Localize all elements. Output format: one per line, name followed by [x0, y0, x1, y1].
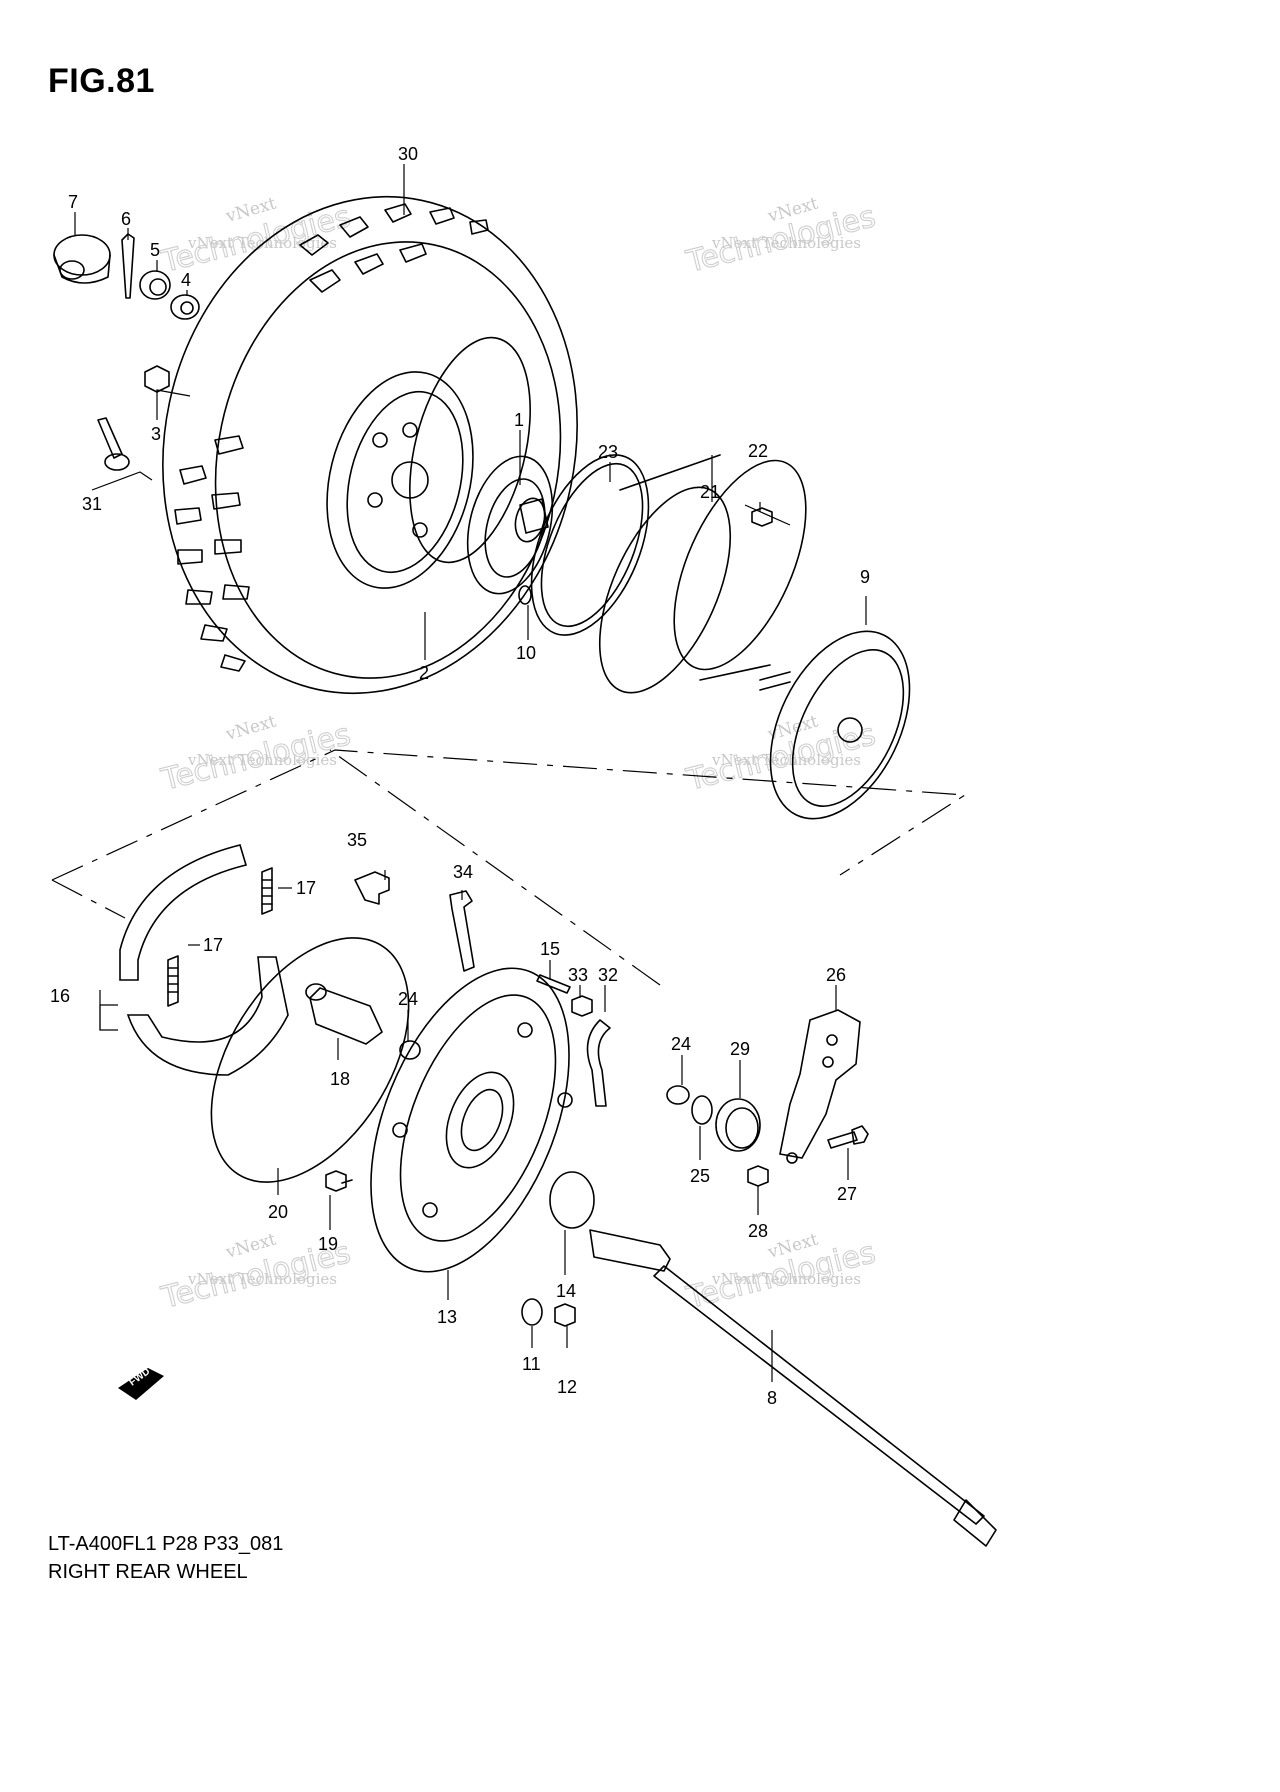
- seal-ring-part-23: [530, 454, 650, 636]
- callout-13: 13: [437, 1307, 457, 1327]
- callout-23: 23: [598, 442, 618, 462]
- svg-text:vNext Technologies: vNext Technologies: [711, 234, 861, 252]
- callout-18: 18: [330, 1069, 350, 1089]
- castle-nut-part-5: [139, 270, 171, 300]
- callout-14: 14: [556, 1281, 576, 1301]
- callout-28: 28: [748, 1221, 768, 1241]
- return-spring-part-29: [715, 1098, 761, 1152]
- o-ring-part-14: [549, 1171, 595, 1229]
- callout-32: 32: [598, 965, 618, 985]
- hub-part-1: [466, 455, 554, 595]
- watermark-mid-right: vNext vNext Technologies Technologies: [682, 711, 880, 798]
- brake-drum-part-9: [759, 630, 911, 820]
- hose-part-32: [586, 1019, 611, 1107]
- cotter-pin-part-6: [121, 233, 135, 299]
- callout-31: 31: [82, 494, 102, 514]
- tire-part-30: [162, 195, 578, 695]
- bolt-part-22: [751, 507, 773, 527]
- callout-4: 4: [181, 270, 191, 290]
- callout-26: 26: [826, 965, 846, 985]
- bracket-part-35: [354, 871, 390, 905]
- washer-part-11: [521, 1298, 543, 1326]
- o-ring-part-20: [210, 937, 410, 1183]
- spring-part-17-upper: [261, 867, 273, 915]
- callout-24-left: 24: [398, 989, 418, 1009]
- figure-caption: RIGHT REAR WHEEL: [48, 1561, 248, 1583]
- callout-34: 34: [453, 862, 473, 882]
- callout-7: 7: [68, 192, 78, 212]
- clip-part-34: [449, 890, 475, 972]
- washer-part-4: [170, 294, 200, 320]
- ring-part-25: [691, 1095, 713, 1125]
- figure-title: FIG.81: [48, 62, 155, 100]
- ring-part-24-right: [666, 1085, 690, 1105]
- model-code: LT-A400FL1 P28 P33_081: [48, 1533, 284, 1555]
- svg-text:vNext Technologies: vNext Technologies: [711, 1270, 861, 1288]
- ring-part-24-left: [399, 1040, 421, 1060]
- callout-17-lower: 17: [203, 935, 223, 955]
- callout-numbers: 30 7 6 5 4 3 31 1 2 10 23 21 22 9 35 34 …: [50, 144, 870, 1408]
- callout-17-upper: 17: [296, 878, 316, 898]
- axle-shaft-part-8: [589, 1229, 997, 1547]
- callout-33: 33: [568, 965, 588, 985]
- svg-text:vNext Technologies: vNext Technologies: [187, 1270, 337, 1288]
- pin-part-15: [536, 974, 571, 994]
- nut-part-28: [747, 1165, 769, 1187]
- brake-cam-part-18: [305, 983, 383, 1045]
- callout-10: 10: [516, 643, 536, 663]
- rim-part-2: [326, 336, 531, 589]
- callout-2: 2: [419, 663, 429, 683]
- svg-text:vNext Technologies: vNext Technologies: [187, 751, 337, 769]
- brake-shoe-part-16: [119, 844, 289, 1076]
- callout-5: 5: [150, 240, 160, 260]
- drum-cover-part-21: [598, 454, 807, 694]
- bolt-part-19: [325, 1170, 353, 1192]
- brake-lever-part-26: [779, 1009, 861, 1164]
- callout-11: 11: [522, 1354, 541, 1374]
- callout-21: 21: [700, 482, 720, 502]
- watermark-top-right: vNext vNext Technologies Technologies: [682, 193, 880, 280]
- spring-part-17-lower: [167, 955, 179, 1007]
- callout-24-right: 24: [671, 1034, 691, 1054]
- callout-19: 19: [318, 1234, 338, 1254]
- svg-text:vNext Technologies: vNext Technologies: [711, 751, 861, 769]
- valve-part-31: [97, 417, 130, 471]
- brake-panel-part-13: [370, 967, 573, 1273]
- callout-35: 35: [347, 830, 367, 850]
- leader-lines: [74, 164, 867, 1382]
- callout-15: 15: [540, 939, 560, 959]
- assembly-boundary: [51, 749, 967, 986]
- callout-1: 1: [514, 410, 524, 430]
- o-ring-part-10: [518, 585, 532, 605]
- nut-part-3: [144, 365, 170, 393]
- callout-22: 22: [748, 441, 768, 461]
- callout-6: 6: [121, 209, 131, 229]
- callout-20: 20: [268, 1202, 288, 1222]
- figure-footer: LT-A400FL1 P28 P33_081 RIGHT REAR WHEEL: [48, 1530, 283, 1586]
- forward-direction-badge: FWD: [118, 1366, 164, 1400]
- bolt-part-12: [554, 1303, 576, 1327]
- callout-3: 3: [151, 424, 161, 444]
- callout-29: 29: [730, 1039, 750, 1059]
- callout-12: 12: [557, 1377, 577, 1397]
- callout-25: 25: [690, 1166, 710, 1186]
- callout-8: 8: [767, 1388, 777, 1408]
- callout-27: 27: [837, 1184, 857, 1204]
- hub-cap-part-7: [53, 234, 111, 284]
- callout-9: 9: [860, 567, 870, 587]
- clip-part-33: [571, 995, 593, 1017]
- bolt-part-27: [827, 1125, 869, 1149]
- watermark-mid-left: vNext vNext Technologies Technologies: [157, 711, 355, 798]
- callout-30: 30: [398, 144, 418, 164]
- callout-16: 16: [50, 986, 70, 1006]
- svg-text:vNext Technologies: vNext Technologies: [187, 234, 337, 252]
